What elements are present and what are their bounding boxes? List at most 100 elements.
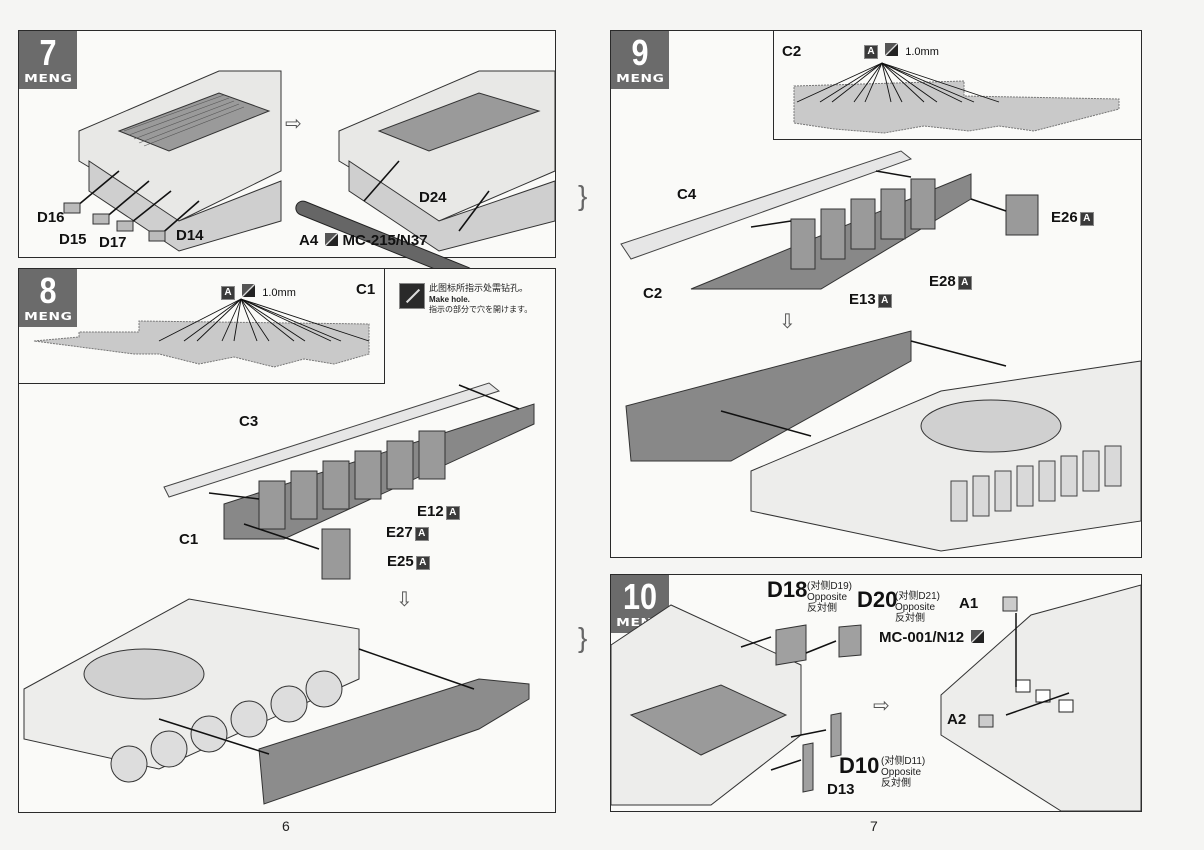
part-label: D13 [827,781,855,798]
part-e26-block [1005,194,1039,236]
opposite-en: Opposite [881,767,922,778]
part-label: C1 [179,531,199,548]
paint-code: MC-001/N12 [879,629,965,646]
step-number: 9 [631,32,649,73]
drill-hole-icon [399,283,425,309]
part-a-badge: A [877,294,892,308]
inset-part-label: C1 [356,281,376,298]
track [88,160,282,252]
part-label: E12 [417,503,444,520]
assembly-arrows [76,170,200,237]
engine-grille [629,684,788,756]
turret-ring [920,399,1062,453]
part-label: C4 [677,186,697,203]
brand-logo: MENG [23,310,73,323]
hole-pointer-lines [796,62,1000,103]
turret-ring [83,648,205,700]
road-wheels [110,670,343,783]
opposite-ja: 反対側 [881,778,911,789]
hole-spec: A 1.0mm [219,284,296,300]
step-9-panel: 9 MENG C2 A 1.0mm [610,30,1142,558]
part-a-badge: A [1079,212,1094,226]
mesh-screens [775,624,862,793]
note-ja: 指示の部分で穴を開けます。 [429,305,533,314]
page-number-left: 6 [282,818,290,834]
step-number: 8 [39,270,57,311]
hole-spec: A 1.0mm [862,43,939,59]
opposite-ja: 反対側 [807,603,837,614]
opposite-part: (对侧D19) [807,581,853,592]
next-step-arrow-icon: ⇨ [873,695,890,717]
part-label: E26 [1051,209,1078,226]
note-en: Make hole. [429,295,470,304]
paint-brush-icon [325,233,339,246]
part-label: E25 [387,553,414,570]
binder-mark: } [578,622,588,653]
part-label: C2 [643,285,663,302]
engine-grille-2 [377,92,541,152]
part-label: D15 [59,231,87,248]
inset-part-label: C2 [782,43,802,60]
step-number: 7 [39,32,57,73]
part-a-badge: A [414,527,429,541]
assembly-arrows [750,170,1007,228]
hole-pointer-lines [158,298,370,342]
page-number-right: 7 [870,818,878,834]
drill-hole-icon [884,43,898,56]
drill-hole-icon [241,284,255,297]
part-label: E28 [929,273,956,290]
part-a2 [978,714,994,728]
part-label: D18 [767,577,808,602]
side-skirt-lifted [625,330,912,462]
tank-hull-illustration [23,598,530,805]
down-arrow-icon: ⇩ [396,589,413,611]
hatches [1015,679,1074,713]
tank-hull-illustration [625,330,1142,552]
step-7-panel: 7 MENG ⇨ D16 D15 D17 D14 D24 A4 [18,30,556,282]
track-2 [348,160,556,252]
side-skirt-assembly [620,150,1039,290]
make-hole-note: 此图标所指示处需钻孔。 Make hole. 指示の部分で穴を開けます。 [399,281,549,321]
step-8-panel: 8 MENG A 1.0mm C1 此图标所指示处需钻孔。 Make hole.… [18,268,556,813]
part-a-badge: A [221,286,235,300]
binder-mark: } [578,180,588,211]
paint-code: MC-215/N37 [342,232,428,249]
side-skirt-attached [258,678,530,805]
step-number: 10 [622,576,658,617]
brand-logo: MENG [23,72,73,85]
part-label: A4 [299,232,319,249]
next-step-arrow-icon: ⇨ [285,113,302,135]
part-c4-rail [620,150,913,260]
opposite-en: Opposite [895,602,936,613]
part-label: D16 [37,209,65,226]
part-label: D10 [839,753,880,778]
paint-brush-icon [971,630,985,643]
part-a-badge: A [415,556,430,570]
small-parts [63,202,166,242]
part-a-badge: A [864,45,878,59]
part-label: D17 [99,234,127,251]
side-skirt-c1 [33,298,370,368]
part-label: E27 [386,524,413,541]
part-label: D20 [857,587,898,612]
part-label: E13 [849,291,876,308]
down-arrow-icon: ⇩ [779,311,796,333]
part-a-badge: A [445,506,460,520]
part-label: D24 [419,189,447,206]
armor-blocks-fitted [950,445,1122,522]
part-a-badge: A [957,276,972,290]
step-7-badge: 7 MENG [19,31,77,89]
opposite-ja: 反対側 [895,613,925,624]
step-9-badge: 9 MENG [611,31,669,89]
side-skirt-assembly [163,382,535,580]
assembly-arrows [740,636,837,771]
step-10-panel: 10 MENG ⇨ D18 (对侧D19) Opposite 反対側 D20 (… [610,574,1142,812]
part-label: A1 [959,595,979,612]
part-label-with-paint: A4 MC-215/N37 [299,232,428,249]
